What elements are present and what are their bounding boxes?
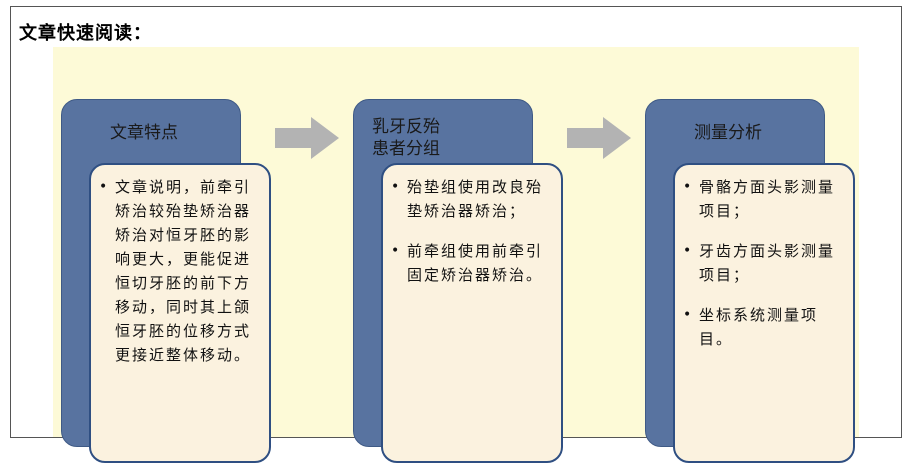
analysis-detail-card: 骨骼方面头影测量项目； 牙齿方面头影测量项目； 坐标系统测量项目。 <box>673 163 855 463</box>
groups-bullet-2: 前牵组使用前牵引固定矫治器矫治。 <box>391 239 551 287</box>
features-heading: 文章特点 <box>110 123 178 143</box>
groups-detail-card: 殆垫组使用改良殆垫矫治器矫治； 前牵组使用前牵引固定矫治器矫治。 <box>381 163 563 463</box>
content-panel: 文章特点 文章说明，前牵引矫治较殆垫矫治器矫治对恒牙胚的影响更大，更能促进恒切牙… <box>53 47 859 463</box>
features-bullet-1: 文章说明，前牵引矫治较殆垫矫治器矫治对恒牙胚的影响更大，更能促进恒切牙胚的前下方… <box>99 175 259 367</box>
figure-frame: 文章快速阅读： 文章特点 文章说明，前牵引矫治较殆垫矫治器矫治对恒牙胚的影响更大… <box>10 6 902 463</box>
arrow-right-icon <box>275 117 339 159</box>
groups-bullet-1: 殆垫组使用改良殆垫矫治器矫治； <box>391 175 551 223</box>
analysis-bullet-1: 骨骼方面头影测量项目； <box>683 175 843 223</box>
analysis-bullet-2: 牙齿方面头影测量项目； <box>683 239 843 287</box>
features-detail-card: 文章说明，前牵引矫治较殆垫矫治器矫治对恒牙胚的影响更大，更能促进恒切牙胚的前下方… <box>89 163 271 463</box>
features-bullet-list: 文章说明，前牵引矫治较殆垫矫治器矫治对恒牙胚的影响更大，更能促进恒切牙胚的前下方… <box>99 175 259 367</box>
groups-bullet-list: 殆垫组使用改良殆垫矫治器矫治； 前牵组使用前牵引固定矫治器矫治。 <box>391 175 551 287</box>
column-analysis: 测量分析 骨骼方面头影测量项目； 牙齿方面头影测量项目； 坐标系统测量项目。 <box>645 99 865 471</box>
page-title: 文章快速阅读： <box>19 23 152 44</box>
groups-heading: 乳牙反殆 患者分组 <box>372 117 440 159</box>
column-features: 文章特点 文章说明，前牵引矫治较殆垫矫治器矫治对恒牙胚的影响更大，更能促进恒切牙… <box>61 99 281 471</box>
analysis-heading: 测量分析 <box>694 123 762 143</box>
analysis-bullet-3: 坐标系统测量项目。 <box>683 303 843 351</box>
analysis-bullet-list: 骨骼方面头影测量项目； 牙齿方面头影测量项目； 坐标系统测量项目。 <box>683 175 843 351</box>
arrow-right-icon <box>567 117 631 159</box>
column-groups: 乳牙反殆 患者分组 殆垫组使用改良殆垫矫治器矫治； 前牵组使用前牵引固定矫治器矫… <box>353 99 573 471</box>
